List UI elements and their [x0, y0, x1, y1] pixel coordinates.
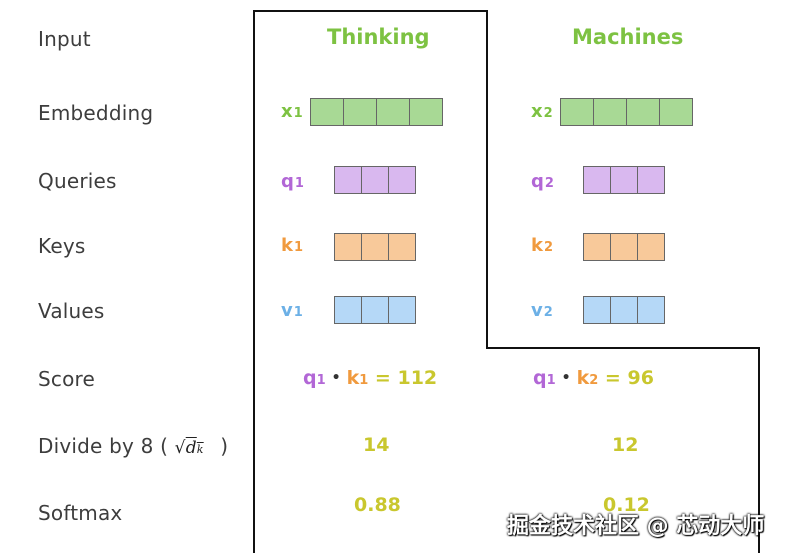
divide-text: Divide by 8 ( — [38, 434, 169, 458]
x2-label: x2 — [531, 101, 553, 122]
word-thinking: Thinking — [327, 25, 430, 49]
row-label-values: Values — [38, 299, 105, 323]
embedding-vector-x1 — [310, 98, 443, 126]
softmax-value-1: 0.88 — [354, 494, 401, 516]
query-vector-q1 — [334, 166, 416, 194]
score-formula-1: q1•k1 = 112 — [303, 367, 438, 389]
softmax-value-2: 0.12 — [603, 494, 650, 516]
row-label-input: Input — [38, 27, 91, 51]
row-label-softmax: Softmax — [38, 501, 123, 525]
divide-close: ) — [220, 434, 229, 458]
key-vector-k2 — [583, 233, 665, 261]
score-formula-2: q1•k2 = 96 — [533, 367, 654, 389]
divided-score-1: 14 — [363, 434, 390, 456]
row-label-score: Score — [38, 367, 96, 391]
q1-label: q1 — [281, 171, 304, 192]
value-vector-v2 — [583, 296, 665, 324]
v2-label: v2 — [531, 300, 553, 321]
embedding-vector-x2 — [560, 98, 693, 126]
row-label-queries: Queries — [38, 169, 117, 193]
key-vector-k1 — [334, 233, 416, 261]
k2-label: k2 — [531, 235, 554, 256]
q2-label: q2 — [531, 171, 554, 192]
k1-label: k1 — [281, 235, 304, 256]
row-label-divide: Divide by 8 ( √dk ) — [38, 434, 228, 458]
x1-label: x1 — [281, 101, 303, 122]
v1-label: v1 — [281, 300, 303, 321]
row-label-keys: Keys — [38, 234, 86, 258]
query-vector-q2 — [583, 166, 665, 194]
dk-k: k — [196, 443, 204, 456]
sqrt-dk-symbol: √dk — [174, 438, 204, 458]
dk-d: d — [185, 438, 197, 458]
thinking-focus-border — [253, 10, 760, 553]
divided-score-2: 12 — [612, 434, 639, 456]
row-label-embedding: Embedding — [38, 101, 154, 125]
watermark: 掘金技术社区 @ 芯动大师 — [507, 514, 765, 539]
word-machines: Machines — [572, 25, 684, 49]
value-vector-v1 — [334, 296, 416, 324]
